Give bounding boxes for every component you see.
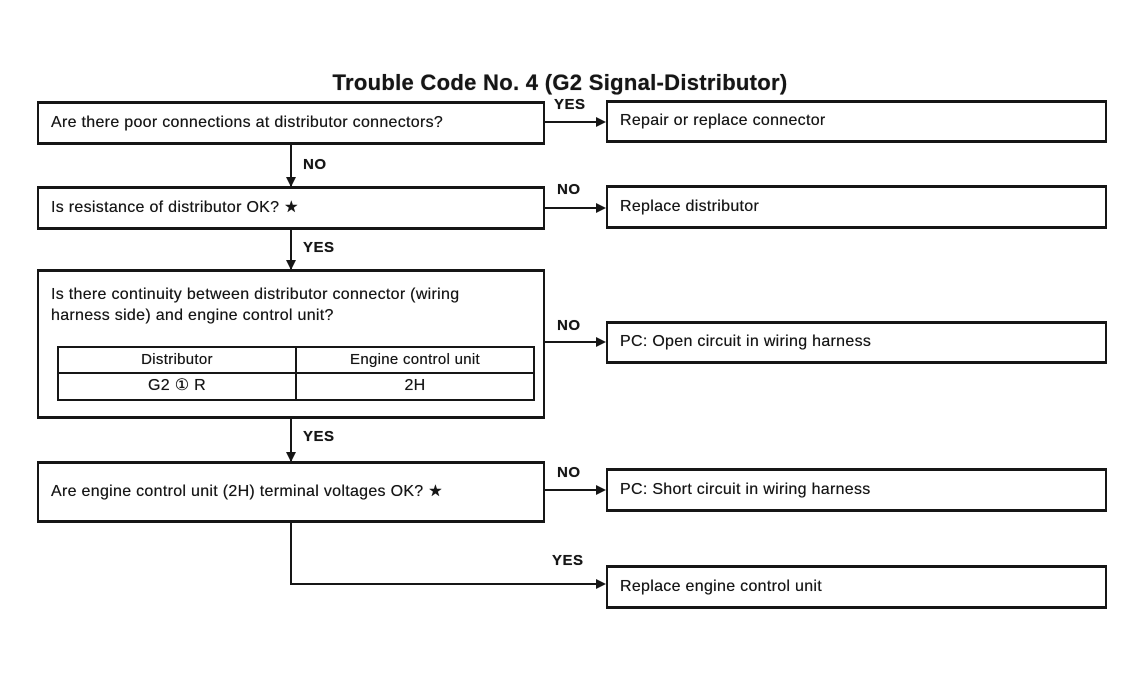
question-text: Is resistance of distributor OK? ★ (51, 198, 299, 216)
no-label-4: NO (557, 464, 581, 481)
arrow-right-icon (596, 579, 606, 589)
connector-line (545, 341, 598, 343)
connector-line (290, 145, 292, 186)
question-text: Are engine control unit (2H) terminal vo… (51, 482, 443, 500)
connector-line (290, 523, 292, 585)
connector-line (545, 121, 598, 123)
continuity-table: Distributor Engine control unit G2 ① R 2… (57, 346, 535, 401)
arrow-down-icon (286, 177, 296, 187)
arrow-right-icon (596, 203, 606, 213)
connector-line (290, 419, 292, 461)
connector-line (290, 583, 598, 585)
yes-label-1: YES (554, 96, 586, 113)
question-box-poor-connections: Are there poor connections at distributo… (37, 101, 545, 145)
page-title: Trouble Code No. 4 (G2 Signal-Distributo… (332, 70, 788, 95)
arrow-right-icon (596, 485, 606, 495)
table-row: G2 ① R 2H (57, 372, 535, 401)
question-text: Are there poor connections at distributo… (51, 113, 444, 131)
no-label-1: NO (303, 156, 327, 173)
yes-label-3: YES (303, 428, 335, 445)
question-box-distributor-resistance: Is resistance of distributor OK? ★ (37, 186, 545, 230)
arrow-right-icon (596, 337, 606, 347)
arrow-down-icon (286, 260, 296, 270)
action-box-open-circuit: PC: Open circuit in wiring harness (606, 321, 1107, 364)
question-text: Is there continuity between distributor … (39, 272, 543, 327)
question-line-1: Is there continuity between distributor … (51, 286, 460, 303)
table-header-distributor: Distributor (57, 346, 297, 374)
table-cell-ecu-terminal: 2H (295, 372, 535, 401)
connector-line (545, 207, 598, 209)
table-header-row: Distributor Engine control unit (57, 346, 535, 374)
action-text: Repair or replace connector (620, 112, 826, 130)
no-label-2: NO (557, 181, 581, 198)
connector-line (545, 489, 598, 491)
question-box-terminal-voltages: Are engine control unit (2H) terminal vo… (37, 461, 545, 523)
action-box-repair-connector: Repair or replace connector (606, 100, 1107, 143)
action-text: PC: Short circuit in wiring harness (620, 480, 871, 498)
connector-line (290, 230, 292, 269)
question-box-continuity: Is there continuity between distributor … (37, 269, 545, 419)
action-box-short-circuit: PC: Short circuit in wiring harness (606, 468, 1107, 512)
table-header-engine-control-unit: Engine control unit (295, 346, 535, 374)
question-line-2: harness side) and engine control unit? (51, 306, 334, 324)
no-label-3: NO (557, 317, 581, 334)
action-text: Replace distributor (620, 197, 760, 215)
yes-label-5: YES (552, 552, 584, 569)
arrow-right-icon (596, 117, 606, 127)
table-cell-distributor-terminal: G2 ① R (57, 372, 297, 401)
action-text: PC: Open circuit in wiring harness (620, 333, 872, 351)
arrow-down-icon (286, 452, 296, 462)
action-box-replace-distributor: Replace distributor (606, 185, 1107, 229)
action-text: Replace engine control unit (620, 577, 823, 595)
yes-label-2: YES (303, 239, 335, 256)
action-box-replace-ecu: Replace engine control unit (606, 565, 1107, 609)
